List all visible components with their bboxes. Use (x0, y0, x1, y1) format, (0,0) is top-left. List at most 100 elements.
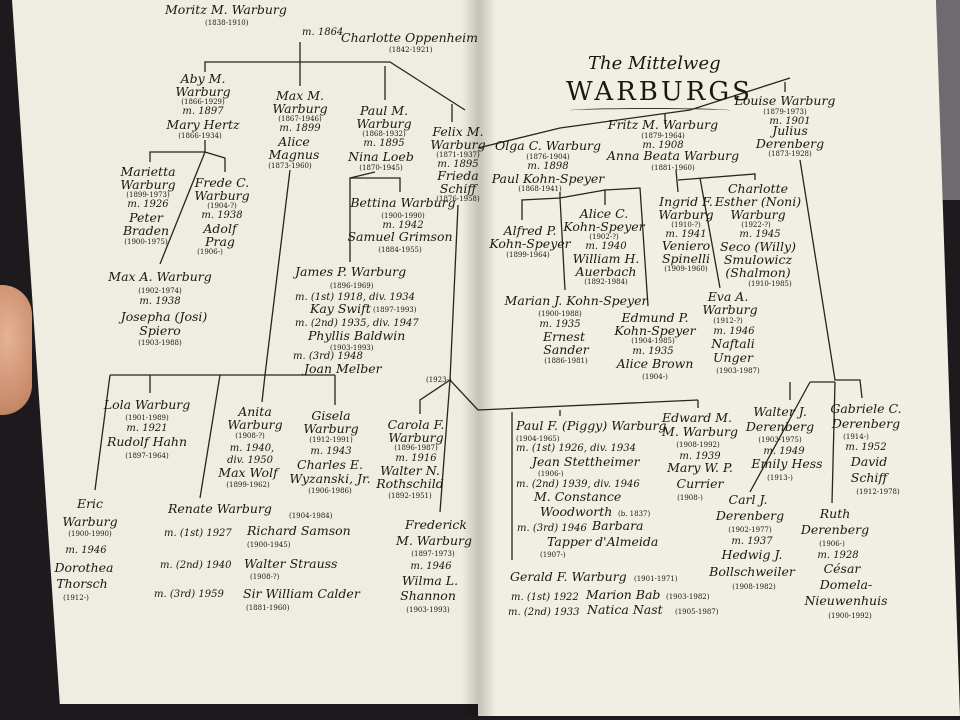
entry-marietta-d: (1899-1973) (126, 191, 170, 199)
entry-adolf2: Prag (205, 234, 235, 249)
entry-gabriele-d: (1914-) (843, 433, 869, 441)
entry-bettina-d: (1900-1990) (381, 212, 425, 220)
entry-carlj-d: (1902-1977) (728, 526, 772, 534)
tree-line (604, 187, 649, 307)
entry-walter-r-d: (1892-1951) (388, 492, 432, 500)
entry-max-d: (1867-1946) (278, 115, 322, 123)
entry-natica-d: (1905-1987) (675, 608, 719, 616)
left-page (12, 0, 490, 704)
entry-fritz-d: (1879-1964) (641, 132, 685, 140)
entry-cesar-d: (1900-1992) (828, 612, 872, 620)
entry-renate-d: (1904-1984) (289, 512, 333, 520)
entry-williamh: William H. (572, 251, 640, 266)
tree-line (521, 192, 561, 220)
entry-david-d: (1912-1978) (856, 488, 900, 496)
entry-gerald-d: (1901-1971) (634, 575, 678, 583)
tree-line (559, 189, 606, 205)
tree-line (439, 379, 451, 513)
entry-gabriele-m: m. 1952 (845, 442, 887, 453)
entry-frieda: Frieda (437, 168, 479, 183)
entry-veniero2: Spinelli (661, 251, 711, 266)
entry-edmund: Edmund P. (621, 310, 689, 325)
entry-peter-d: (1900-1975) (124, 238, 168, 246)
entry-julius: Julius (772, 123, 808, 138)
tree-line (677, 173, 756, 181)
tree-line (149, 140, 206, 162)
entry-olga: Olga C. Warburg (495, 138, 601, 153)
entry-walterj-d: (1903-1975) (758, 436, 802, 444)
entry-marietta-m: m. 1926 (127, 199, 169, 210)
entry-josepha: Josepha (Josi) (120, 309, 208, 324)
entry-anita-d: (1908-?) (235, 432, 265, 440)
entry-woodworth-d: (b. 1837) (618, 510, 651, 518)
entry-peter: Peter (129, 210, 163, 225)
entry-lola-m: m. 1921 (126, 423, 168, 434)
entry-charlotte-o: Charlotte Oppenheim (341, 30, 478, 45)
entry-richard: Richard Samson (247, 523, 351, 538)
entry-frieda2: Schiff (439, 181, 477, 196)
entry-dorothea2: Thorsch (56, 576, 108, 591)
entry-paulf-m3: m. (3rd) 1946 (517, 523, 587, 534)
entry-gabriele2: Derenberg (831, 416, 901, 431)
tree-line (831, 381, 836, 504)
entry-ernest-d: (1886-1981) (544, 357, 588, 365)
entry-edmund-d: (1904-1985) (631, 337, 675, 345)
entry-naftali: Naftali (711, 336, 755, 351)
entry-william-d: (1881-1960) (246, 604, 290, 612)
entry-wilma-d: (1903-1993) (406, 606, 450, 614)
entry-aby-m: m. 1897 (182, 106, 224, 117)
tree-line (699, 177, 721, 289)
entry-james: James P. Warburg (295, 264, 407, 279)
entry-adolf: Adolf (203, 221, 237, 236)
tree-line (675, 169, 679, 193)
entry-fritz: Fritz M. Warburg (607, 117, 719, 132)
entry-felix: Felix M. (432, 124, 484, 139)
entry-james-m1: m. (1st) 1918, div. 1934 (295, 292, 416, 303)
tree-line (204, 151, 226, 172)
entry-walter-r: Walter N. (380, 463, 440, 478)
entry-gerald-m1: m. (1st) 1922 (511, 592, 579, 603)
entry-anita2: Warburg (227, 417, 283, 432)
entry-paulf-m2: m. (2nd) 1939, div. 1946 (516, 479, 640, 490)
entry-naftali2: Unger (713, 350, 753, 365)
entry-dorothea: Dorothea (54, 560, 114, 575)
entry-frede-m: m. 1938 (201, 210, 243, 221)
entry-ruth: Ruth (819, 506, 851, 521)
entry-joan: Joan Melber (304, 361, 382, 376)
entry-fritz-m: m. 1908 (642, 140, 684, 151)
entry-anita: Anita (238, 404, 272, 419)
entry-aliceb-d: (1904-) (642, 373, 668, 381)
entry-eric-m: m. 1946 (65, 545, 107, 556)
entry-cesar3: Nieuwenhuis (804, 593, 888, 608)
entry-eva-d: (1912-?) (713, 317, 743, 325)
entry-josepha2: Spiero (139, 323, 181, 338)
entry-maxa-m: m. 1938 (139, 296, 181, 307)
entry-emily: Emily Hess (751, 456, 823, 471)
tree-line (749, 381, 811, 493)
entry-phyllis-d: (1903-1993) (330, 344, 374, 352)
entry-wilma: Wilma L. (401, 573, 459, 588)
entry-carlj2: Derenberg (715, 508, 785, 523)
entry-rudolf: Rudolf Hahn (106, 434, 188, 449)
entry-carola-d: (1896-1987) (394, 444, 438, 452)
entry-max: Max M. (275, 88, 325, 103)
entry-ingrid2: Warburg (658, 207, 714, 222)
entry-paulks: Paul Kohn-Speyer (491, 171, 605, 186)
entry-edwardm-d: (1908-1992) (676, 441, 720, 449)
entry-felix-d: (1871-1937) (436, 151, 480, 159)
entry-julius-d: (1873-1928) (768, 150, 812, 158)
tree-line (477, 399, 699, 411)
entry-paul2: Warburg (356, 116, 412, 131)
entry-alicec-m: m. 1940 (585, 241, 627, 252)
entry-aby2: Warburg (175, 84, 231, 99)
entry-seco3: (Shalmon) (725, 265, 791, 280)
entry-aby-d: (1866-1929) (181, 98, 225, 106)
entry-ernest2: Sander (543, 342, 589, 357)
entry-frederick-m: m. 1946 (410, 561, 452, 572)
entry-charlotte-e-d: (1922-?) (741, 221, 771, 229)
entry-barbara: Barbara (592, 518, 644, 533)
entry-renate-m2: m. (2nd) 1940 (160, 560, 232, 571)
entry-felix-m: m. 1895 (437, 159, 479, 170)
entry-adolf-d: (1906-) (197, 248, 223, 256)
entry-david2: Schiff (850, 470, 888, 485)
